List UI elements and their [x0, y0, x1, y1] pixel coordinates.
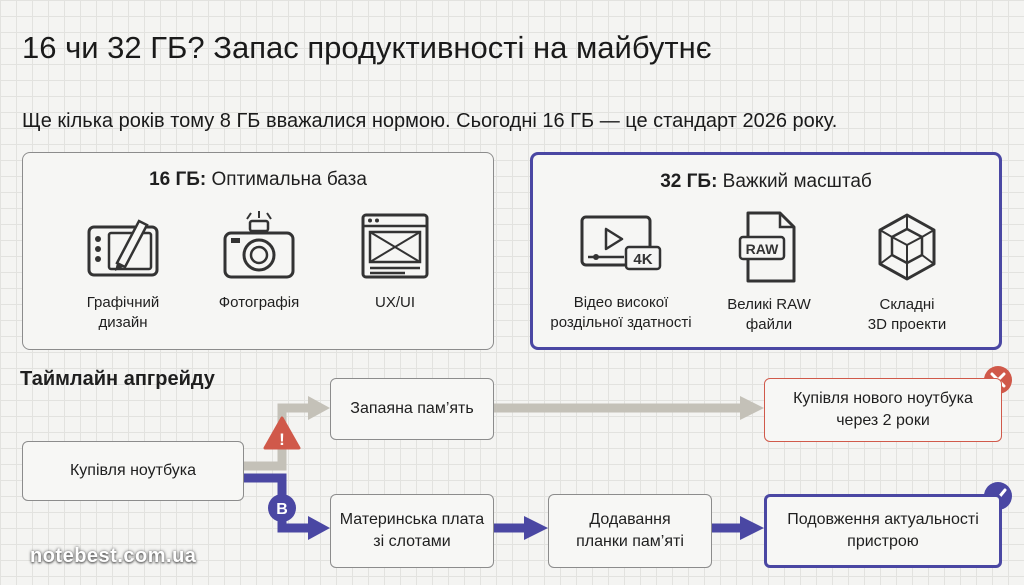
feature-photography: Фотографія: [179, 209, 339, 313]
panel-16gb-heading: 16 ГБ: Оптимальна база: [23, 169, 493, 191]
feature-ux-ui: UX/UI: [315, 213, 475, 313]
arrowhead-spare: [308, 396, 330, 420]
panel-32gb-heading-strong: 32 ГБ:: [660, 171, 718, 192]
warning-icon: !: [263, 416, 301, 450]
panel-16gb-heading-strong: 16 ГБ:: [149, 169, 207, 190]
feature-graphic-design-label: Графічний дизайн: [86, 294, 160, 331]
feature-3d-projects-label: Складні 3D проекти: [867, 296, 947, 333]
panel-32gb-heading-rest: Важкий масштаб: [717, 171, 872, 192]
arrowhead-add: [524, 516, 548, 540]
graphics-tablet-icon: [87, 219, 159, 277]
feature-3d-projects: Складні 3D проекти: [827, 211, 987, 335]
feature-hires-video-label: Відео високої роздільної здатності: [550, 294, 692, 331]
path-b-marker-text: B: [276, 501, 288, 518]
page-title: 16 чи 32 ГБ? Запас продуктивності на май…: [22, 30, 712, 65]
arrowhead-motherboard: [308, 516, 330, 540]
raw-file-icon: RAW: [738, 211, 796, 283]
path-b-marker: B: [268, 494, 296, 522]
timeline-step-soldered-ram: Запаяна пам’ять: [330, 378, 494, 440]
feature-hires-video: 4K Відео високої роздільної здатності: [541, 211, 701, 333]
feature-raw-files-label: Великі RAW файли: [727, 296, 811, 333]
panel-16gb: 16 ГБ: Оптимальна база Графічний дизайн …: [22, 152, 494, 350]
timeline-step-buy-laptop: Купівля ноутбука: [22, 441, 244, 501]
warning-marker-text: !: [279, 430, 285, 449]
timeline-step-motherboard-slots: Материнська плата зі слотами: [330, 494, 494, 568]
camera-icon: [223, 211, 295, 279]
timeline-result-new-laptop: Купівля нового ноутбука через 2 роки: [764, 378, 1002, 442]
feature-photography-label: Фотографія: [218, 294, 300, 311]
panel-16gb-heading-rest: Оптимальна база: [206, 169, 367, 190]
watermark: notebest.com.ua: [30, 545, 197, 567]
panel-32gb-heading: 32 ГБ: Важкий масштаб: [533, 171, 999, 193]
timeline-step-add-ram: Додавання планки пам’яті: [548, 494, 712, 568]
arrowhead-extend: [740, 516, 764, 540]
3d-cube-icon: [878, 213, 936, 281]
feature-ux-ui-label: UX/UI: [374, 294, 415, 311]
timeline-result-extend-lifetime: Подовження актуальності пристрою: [764, 494, 1002, 568]
page-subtitle: Ще кілька років тому 8 ГБ вважалися норм…: [22, 110, 838, 132]
feature-raw-files: RAW Великі RAW файли: [689, 211, 849, 335]
video-4k-badge: 4K: [633, 251, 652, 268]
panel-32gb: 32 ГБ: Важкий масштаб 4K Відео високої р…: [530, 152, 1002, 350]
arrowhead-newlaptop: [740, 396, 764, 420]
feature-graphic-design: Графічний дизайн: [43, 211, 203, 333]
raw-file-badge: RAW: [746, 241, 779, 257]
timeline-title: Таймлайн апгрейду: [20, 368, 215, 390]
wireframe-icon: [361, 213, 429, 279]
video-4k-icon: 4K: [580, 215, 662, 271]
